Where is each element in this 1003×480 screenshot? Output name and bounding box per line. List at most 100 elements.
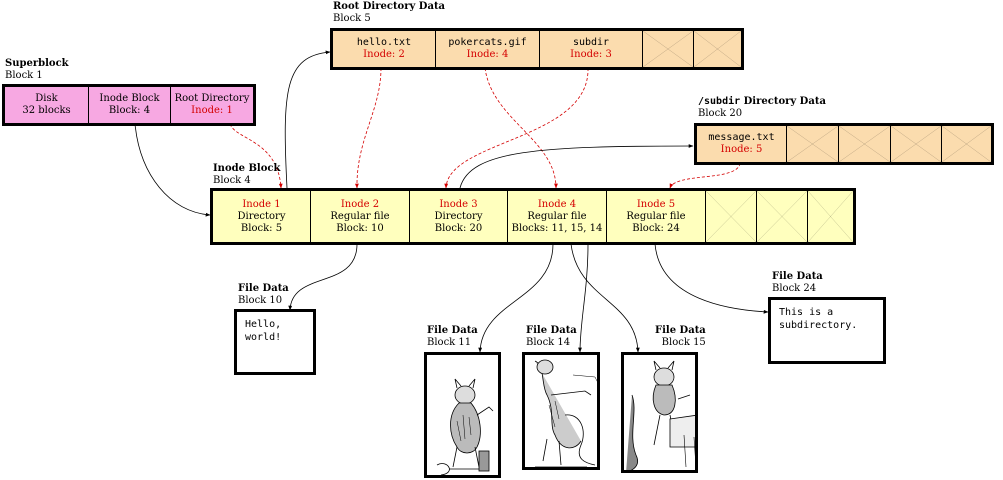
empty-slot — [808, 191, 853, 242]
inode-3: Inode 3 Directory Block: 20 — [410, 191, 508, 242]
arrow-hello-inode — [354, 67, 382, 189]
subdir-dir-box: message.txt Inode: 5 — [694, 123, 994, 165]
root-dir-block: Block 5 — [333, 13, 371, 24]
inode-id: Inode 4 — [537, 198, 577, 210]
superblock-cell-inode-block: Inode Block Block: 4 — [89, 87, 171, 123]
arrow-inode5-block24 — [654, 243, 769, 314]
entry-name: message.txt — [708, 132, 775, 143]
cell-inode: Inode: 1 — [191, 105, 233, 116]
empty-slot — [839, 126, 891, 162]
entry-inode: Inode: 3 — [570, 49, 612, 60]
inode-block-label: Inode Block Block 4 — [213, 163, 280, 187]
arrow-inode4-block15 — [570, 243, 640, 353]
arrow-subdir-inode — [444, 67, 589, 189]
entry-inode: Inode: 5 — [720, 144, 763, 155]
cell-line: Inode Block — [99, 93, 160, 104]
inode-id: Inode 1 — [242, 198, 281, 210]
cell-line: Root Directory — [174, 93, 250, 104]
empty-slot — [942, 126, 991, 162]
cell-line: Disk — [35, 93, 58, 104]
inode-block-block: Block 4 — [213, 175, 251, 186]
empty-slot — [787, 126, 839, 162]
file-24-label: File Data Block 24 — [772, 271, 823, 295]
empty-slot — [706, 191, 757, 242]
inode-type: Regular file — [330, 210, 390, 222]
inode-block-title: Inode Block — [213, 163, 281, 174]
inode-id: Inode 5 — [636, 198, 676, 210]
cat-drawing-icon — [626, 360, 695, 470]
subdir-entry-message: message.txt Inode: 5 — [697, 126, 787, 162]
empty-slot — [643, 31, 694, 67]
file-14-block: Block 14 — [526, 337, 571, 348]
inode-blocks: Block: 5 — [240, 222, 283, 234]
arrow-inode1-block5 — [284, 50, 331, 189]
inode-block-box: Inode 1 Directory Block: 5 Inode 2 Regul… — [210, 188, 856, 245]
superblock-cell-disk: Disk 32 blocks — [5, 87, 89, 123]
entry-inode: Inode: 4 — [466, 49, 509, 60]
root-dir-label: Root Directory Data Block 5 — [333, 1, 445, 25]
file-data-title: File Data — [238, 283, 289, 294]
root-dir-title: Root Directory Data — [333, 1, 446, 12]
file-15-label: File Data Block 15 — [655, 325, 706, 349]
cat-image-3 — [621, 352, 698, 473]
cat-image-1 — [424, 352, 501, 478]
superblock-box: Disk 32 blocks Inode Block Block: 4 Root… — [2, 84, 256, 126]
inode-blocks: Blocks: 11, 15, 14 — [511, 222, 603, 234]
inode-type: Directory — [434, 210, 483, 222]
root-dir-box: hello.txt Inode: 2 pokercats.gif Inode: … — [330, 28, 744, 70]
root-entry-pokercats: pokercats.gif Inode: 4 — [436, 31, 540, 67]
cell-line: Block: 4 — [108, 105, 151, 116]
entry-name: pokercats.gif — [448, 37, 527, 48]
file-24-content: This is a subdirectory. — [768, 297, 886, 364]
inode-type: Regular file — [527, 210, 587, 222]
inode-id: Inode 3 — [439, 198, 478, 210]
subdir-dir-block: Block 20 — [698, 108, 743, 119]
arrow-inode4-block14 — [578, 243, 589, 353]
arrow-inode3-block20 — [459, 144, 694, 189]
root-entry-subdir: subdir Inode: 3 — [540, 31, 643, 67]
arrow-inode-block-ptr — [134, 123, 211, 217]
arrow-inode2-block10 — [288, 243, 358, 311]
inode-id: Inode 2 — [340, 198, 380, 210]
entry-name: hello.txt — [356, 37, 412, 48]
file-10-content: Hello, world! — [234, 309, 316, 375]
file-24-block: Block 24 — [772, 283, 817, 294]
file-15-block: Block 15 — [661, 337, 706, 348]
file-10-block: Block 10 — [238, 295, 283, 306]
entry-name: subdir — [572, 37, 610, 48]
superblock-label: Superblock Block 1 — [5, 58, 69, 82]
entry-inode: Inode: 2 — [363, 49, 405, 60]
inode-2: Inode 2 Regular file Block: 10 — [311, 191, 410, 242]
file-data-title: File Data — [526, 325, 577, 336]
cell-line: 32 blocks — [22, 105, 71, 116]
inode-5: Inode 5 Regular file Block: 24 — [607, 191, 706, 242]
superblock-cell-root-dir: Root Directory Inode: 1 — [171, 87, 253, 123]
file-10-label: File Data Block 10 — [238, 283, 289, 307]
subdir-dir-label: /subdir Directory Data Block 20 — [698, 96, 826, 120]
inode-type: Regular file — [626, 210, 686, 222]
file-data-title: File Data — [655, 325, 706, 336]
arrow-pokercats-inode — [484, 67, 558, 189]
cat-drawing-icon — [436, 378, 494, 475]
empty-slot — [891, 126, 942, 162]
root-entry-hello: hello.txt Inode: 2 — [333, 31, 436, 67]
inode-blocks: Block: 24 — [632, 222, 680, 234]
inode-blocks: Block: 20 — [434, 222, 483, 234]
empty-slot — [694, 31, 741, 67]
file-data-title: File Data — [427, 325, 478, 336]
superblock-block: Block 1 — [5, 70, 43, 81]
subdir-dir-title-rest: Directory Data — [740, 96, 826, 107]
file-14-label: File Data Block 14 — [526, 325, 577, 349]
superblock-title: Superblock — [5, 58, 69, 69]
inode-1: Inode 1 Directory Block: 5 — [213, 191, 311, 242]
inode-4: Inode 4 Regular file Blocks: 11, 15, 14 — [508, 191, 607, 242]
arrow-message-inode — [669, 162, 741, 189]
empty-slot — [757, 191, 808, 242]
file-11-block: Block 11 — [427, 337, 472, 348]
inode-type: Directory — [237, 210, 286, 222]
cat-drawing-icon — [534, 359, 597, 467]
subdir-dir-title-name: /subdir — [698, 96, 741, 107]
file-11-label: File Data Block 11 — [427, 325, 478, 349]
cat-image-2 — [522, 352, 600, 470]
inode-blocks: Block: 10 — [336, 222, 384, 234]
